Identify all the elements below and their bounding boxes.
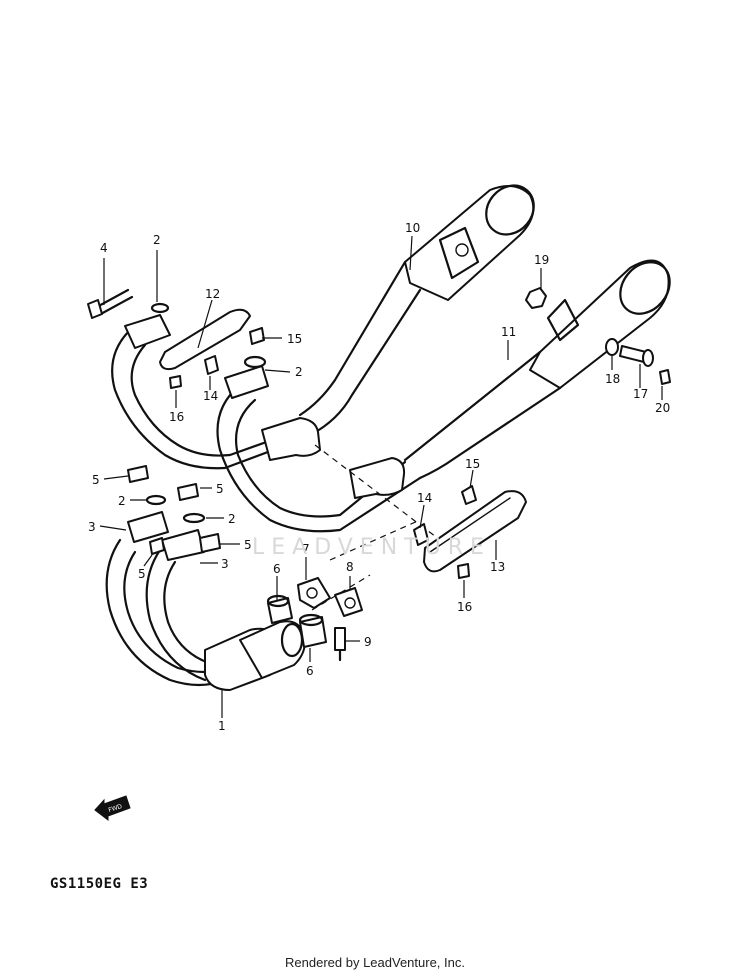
retainer-5-d[interactable] [149,537,165,555]
nut-19[interactable] [525,287,547,309]
clamp-7[interactable] [297,577,331,609]
fwd-arrow-icon: FWD [94,795,131,822]
callout-3: 3 [88,520,96,534]
bracket-15-upper[interactable] [249,327,265,345]
callout-11: 11 [501,325,516,339]
watermark: LEADVENTURE [252,535,491,560]
callout-5: 5 [138,567,146,581]
callout-20: 20 [655,401,670,415]
cap-20[interactable] [659,369,671,385]
callout-9: 9 [364,635,372,649]
callout-5: 5 [216,482,224,496]
bolt-4[interactable] [87,288,134,319]
bolt-17[interactable] [619,345,654,367]
callout-10: 10 [405,221,420,235]
gasket-2-a[interactable] [150,302,170,314]
footer-credit: Rendered by LeadVenture, Inc. [285,955,465,970]
gasket-2-b[interactable] [243,355,267,369]
retainer-5-a[interactable] [127,465,149,483]
header-pipes-lower-1[interactable] [105,538,306,691]
callout-2: 2 [228,512,236,526]
callout-14: 14 [203,389,218,403]
bolt-16-upper[interactable] [169,375,182,389]
clip-14-upper[interactable] [204,355,219,375]
callout-3: 3 [221,557,229,571]
callout-15: 15 [465,457,480,471]
bolt-16-lower[interactable] [457,563,470,579]
callout-16: 16 [457,600,472,614]
callout-1: 1 [218,719,226,733]
callout-14: 14 [417,491,432,505]
muffler-10[interactable] [298,176,544,436]
heat-shield-13[interactable] [423,490,527,573]
callout-6: 6 [273,562,281,576]
gasket-2-c[interactable] [145,494,167,506]
callout-labels: 4 2 12 15 2 14 16 10 19 11 18 17 20 5 5 … [88,221,670,733]
connector-pipe-6-lower[interactable] [298,613,327,648]
assembly-line [314,444,441,541]
callout-2: 2 [153,233,161,247]
retainer-5-c[interactable] [199,533,221,553]
callout-5: 5 [92,473,100,487]
flange-3-lower[interactable] [127,511,205,561]
muffler-11[interactable] [403,252,680,480]
fwd-label: FWD [108,803,124,814]
callout-12: 12 [205,287,220,301]
header-pipes-upper[interactable] [111,328,422,533]
leader-lines [99,235,663,718]
callout-16: 16 [169,410,184,424]
callout-13: 13 [490,560,505,574]
callout-8: 8 [346,560,354,574]
heat-shield-12[interactable] [159,308,251,371]
gasket-2-d[interactable] [182,512,206,524]
callout-17: 17 [633,387,648,401]
flange-3-upper[interactable] [124,314,269,399]
clamp-8[interactable] [334,587,363,617]
callout-18: 18 [605,372,620,386]
callout-7: 7 [302,542,310,556]
callout-5: 5 [244,538,252,552]
callout-2: 2 [295,365,303,379]
bracket-15-lower[interactable] [461,485,477,505]
callout-4: 4 [100,241,108,255]
connector-pipe-6-upper[interactable] [266,594,293,624]
callout-15: 15 [287,332,302,346]
callout-19: 19 [534,253,549,267]
callout-2: 2 [118,494,126,508]
model-code: GS1150EG E3 [50,876,149,892]
washer-18[interactable] [605,338,619,356]
bolt-9[interactable] [334,627,346,662]
retainer-5-b[interactable] [177,483,199,501]
callout-6: 6 [306,664,314,678]
assembly-line [329,519,421,561]
